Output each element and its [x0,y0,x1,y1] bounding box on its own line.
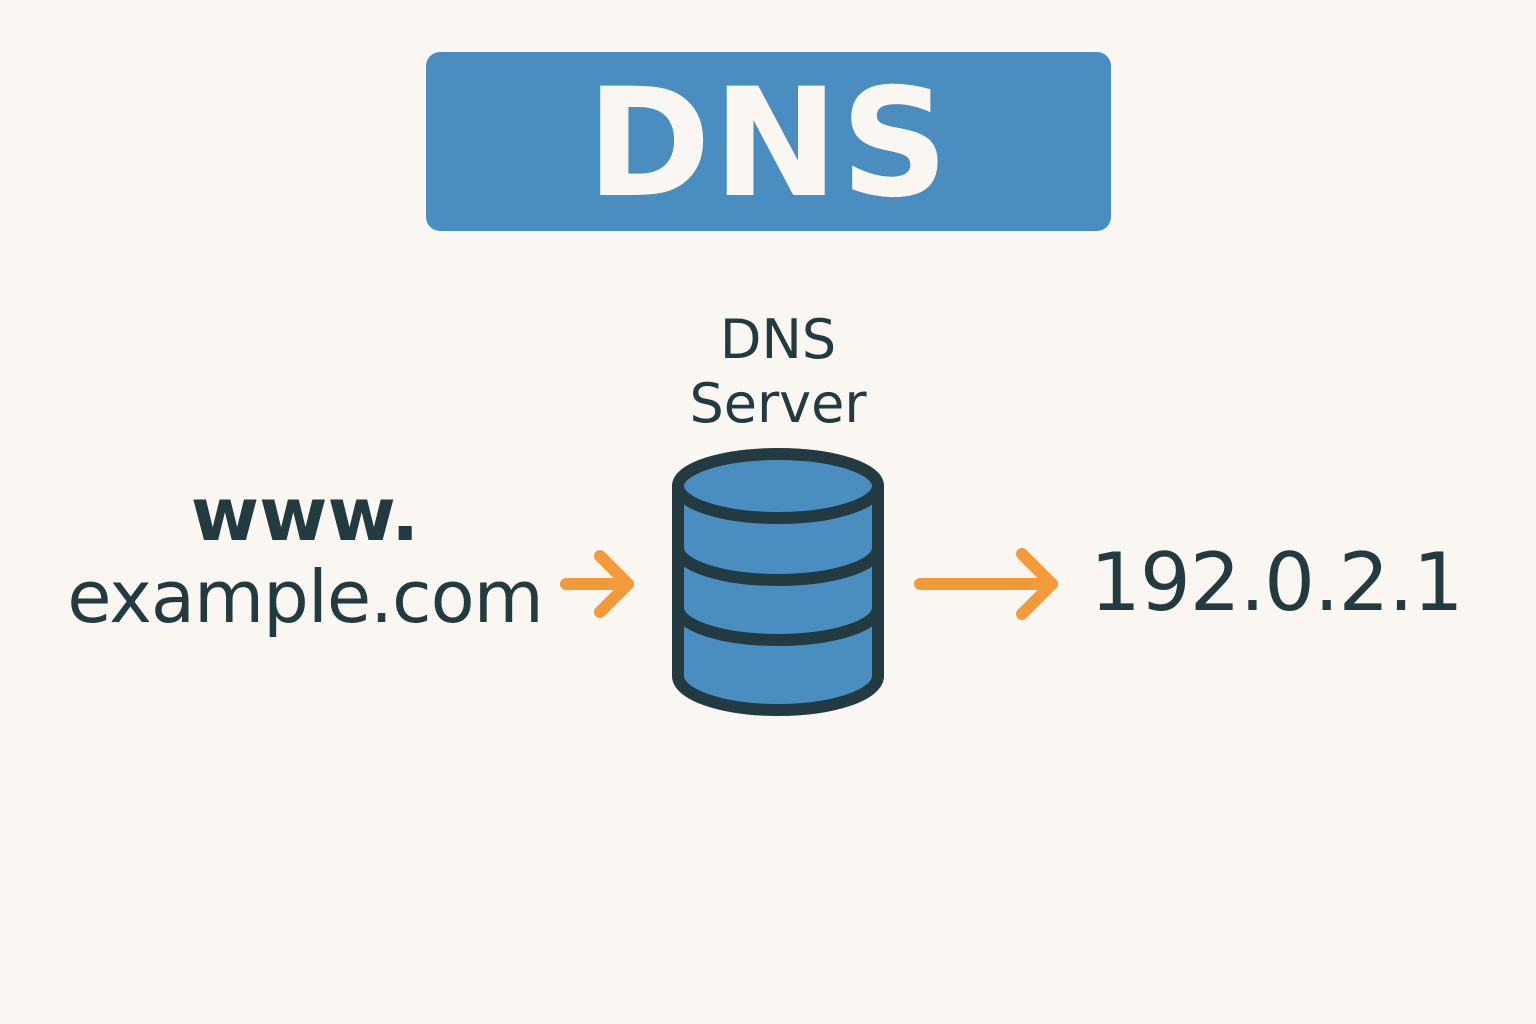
server-label: DNS Server [640,308,916,436]
server-label-line2: Server [689,372,867,435]
ip-address-label: 192.0.2.1 [1090,536,1464,629]
title-banner: DNS [426,52,1111,231]
arrow-right-icon [914,548,1058,620]
title-text: DNS [586,56,951,231]
arrow-right-icon [560,550,634,618]
domain-name: example.com [67,555,544,639]
domain-name-label: www. example.com [40,474,570,638]
server-label-line1: DNS [719,308,837,371]
domain-prefix: www. [190,472,420,558]
database-icon [672,448,884,716]
